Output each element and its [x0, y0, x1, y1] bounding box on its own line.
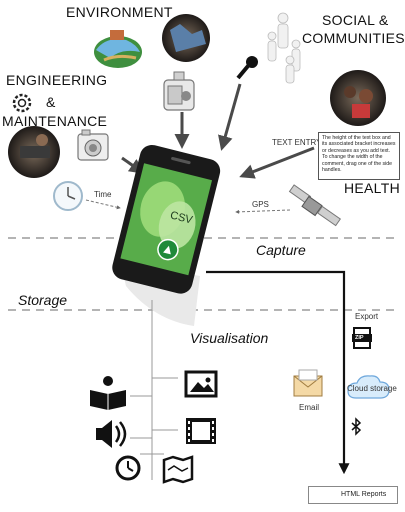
zip-label: ZIP — [355, 335, 364, 341]
cloud-icon — [347, 375, 390, 399]
arrow-text-entry — [239, 146, 315, 179]
health-photo — [330, 70, 386, 126]
comment-note: The height of the text box and its assoc… — [318, 132, 400, 180]
storage-label: Storage — [18, 292, 68, 308]
maintenance-label: MAINTENANCE — [2, 113, 108, 129]
export-label: Export — [355, 312, 379, 321]
environment-photo — [162, 14, 210, 62]
environment-globe-icon — [94, 30, 142, 68]
engineering-photo — [8, 126, 60, 178]
html-reports-label: HTML Reports — [341, 491, 387, 498]
email-label: Email — [299, 403, 320, 412]
book-reader-icon — [90, 376, 126, 410]
satellite-icon — [288, 184, 342, 227]
email-icon — [293, 369, 323, 397]
gps-label: GPS — [252, 200, 269, 209]
cloud-storage-label: Cloud storage — [347, 384, 397, 393]
film-icon — [186, 418, 216, 444]
microphone-icon — [236, 56, 258, 80]
social-label: SOCIAL & — [322, 12, 389, 28]
arrow-audio — [218, 83, 242, 151]
camera-icon — [77, 129, 109, 161]
text-entry-label: TEXT ENTRY — [272, 138, 322, 147]
visualisation-label: Visualisation — [190, 330, 269, 346]
arrow-time — [85, 199, 121, 210]
communities-label: COMMUNITIES — [302, 30, 405, 46]
gear-icon — [12, 93, 32, 113]
health-label: HEALTH — [344, 180, 400, 196]
clock-icon — [53, 181, 83, 211]
time-label: Time — [94, 190, 112, 199]
capture-label: Capture — [256, 242, 306, 258]
environment-label: ENVIRONMENT — [66, 4, 173, 20]
people-icon — [267, 12, 301, 84]
html-reports-box: HTML Reports — [308, 486, 398, 504]
map-icon — [162, 455, 194, 484]
export-flow-line — [206, 270, 350, 475]
arrow-gps — [235, 209, 291, 214]
smartphone — [112, 144, 221, 294]
video-camera-icon — [163, 71, 195, 111]
image-icon — [184, 370, 218, 398]
zip-icon — [352, 327, 372, 349]
speaker-icon — [96, 420, 127, 448]
ampersand-label: & — [46, 94, 56, 110]
bluetooth-icon — [351, 417, 362, 436]
engineering-label: ENGINEERING — [6, 72, 108, 88]
clock-small-icon — [115, 455, 141, 481]
